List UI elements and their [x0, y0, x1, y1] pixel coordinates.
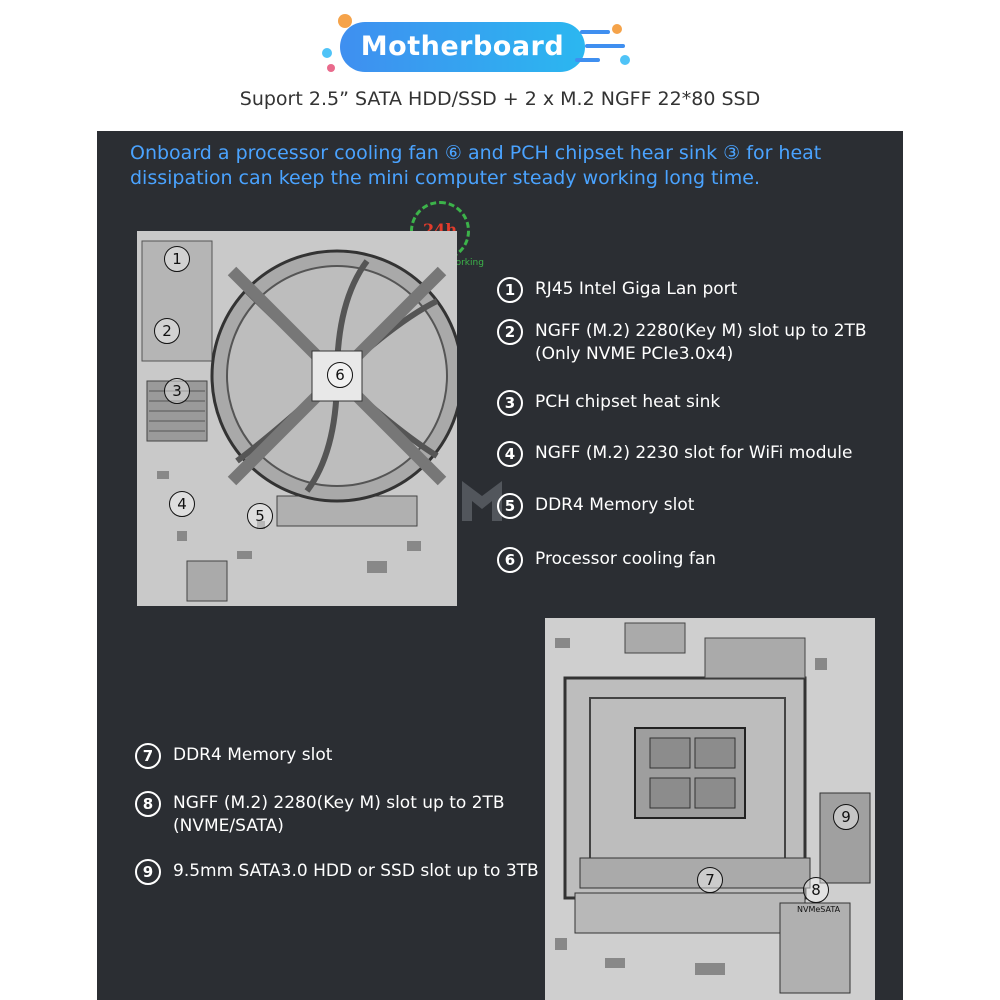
motherboard-bottom-drawing	[545, 618, 875, 1000]
feature-9: 9 9.5mm SATA3.0 HDD or SSD slot up to 3T…	[135, 859, 539, 885]
decor-dot	[338, 14, 352, 28]
decor-line	[580, 30, 610, 34]
feature-6: 6 Processor cooling fan	[497, 547, 717, 573]
feature-2-number: 2	[497, 319, 523, 345]
feature-1-text: RJ45 Intel Giga Lan port	[535, 279, 738, 299]
feature-9-text: 9.5mm SATA3.0 HDD or SSD slot up to 3TB	[173, 861, 539, 881]
board-marker-7: 7	[697, 867, 723, 893]
feature-6-text: Processor cooling fan	[535, 549, 717, 569]
board-marker-9: 9	[833, 804, 859, 830]
feature-7-text: DDR4 Memory slot	[173, 745, 333, 765]
feature-3: 3 PCH chipset heat sink	[497, 390, 721, 416]
feature-1-number: 1	[497, 277, 523, 303]
brand-watermark-icon	[462, 481, 502, 521]
board-marker-3: 3	[164, 378, 190, 404]
subtitle: Suport 2.5” SATA HDD/SSD + 2 x M.2 NGFF …	[239, 88, 761, 110]
decor-dot	[620, 55, 630, 65]
feature-2-subtext: (Only NVME PCIe3.0x4)	[535, 344, 734, 364]
feature-6-number: 6	[497, 547, 523, 573]
board-marker-5: 5	[247, 503, 273, 529]
feature-8-subtext: (NVME/SATA)	[173, 816, 284, 836]
intro-text: Onboard a processor cooling fan ⑥ and PC…	[130, 142, 822, 189]
board-marker-2: 2	[154, 318, 180, 344]
decor-dot	[327, 64, 335, 72]
board-marker-8: 8	[803, 877, 829, 903]
feature-3-number: 3	[497, 390, 523, 416]
feature-4-number: 4	[497, 441, 523, 467]
header: Motherboard Suport 2.5” SATA HDD/SSD + 2…	[0, 0, 1000, 130]
feature-4: 4 NGFF (M.2) 2230 slot for WiFi module	[497, 441, 853, 467]
feature-2: 2 NGFF (M.2) 2280(Key M) slot up to 2TB …	[497, 319, 867, 366]
motherboard-top-image: 1 2 3 4 5 6	[137, 231, 457, 606]
feature-5-text: DDR4 Memory slot	[535, 495, 695, 515]
feature-7-number: 7	[135, 743, 161, 769]
feature-4-text: NGFF (M.2) 2230 slot for WiFi module	[535, 443, 853, 463]
board-marker-4: 4	[169, 491, 195, 517]
feature-8: 8 NGFF (M.2) 2280(Key M) slot up to 2TB …	[135, 791, 505, 838]
feature-3-text: PCH chipset heat sink	[535, 392, 721, 412]
board-marker-1: 1	[164, 246, 190, 272]
decor-dot	[322, 48, 332, 58]
motherboard-bottom-image: 7 8 9 NVMeSATA	[545, 618, 875, 1000]
decor-line	[585, 44, 625, 48]
feature-9-number: 9	[135, 859, 161, 885]
feature-2-text: NGFF (M.2) 2280(Key M) slot up to 2TB	[535, 321, 867, 341]
feature-8-text: NGFF (M.2) 2280(Key M) slot up to 2TB	[173, 793, 505, 813]
feature-1: 1 RJ45 Intel Giga Lan port	[497, 277, 738, 303]
decor-dot	[612, 24, 622, 34]
page-title: Motherboard	[340, 22, 585, 72]
feature-5: 5 DDR4 Memory slot	[497, 493, 695, 519]
feature-8-number: 8	[135, 791, 161, 817]
feature-7: 7 DDR4 Memory slot	[135, 743, 333, 769]
nvme-sata-label: NVMeSATA	[797, 905, 841, 914]
feature-5-number: 5	[497, 493, 523, 519]
board-marker-6: 6	[327, 362, 353, 388]
decor-line	[575, 58, 600, 62]
motherboard-top-drawing	[137, 231, 457, 606]
content-panel: Onboard a processor cooling fan ⑥ and PC…	[97, 131, 903, 1000]
